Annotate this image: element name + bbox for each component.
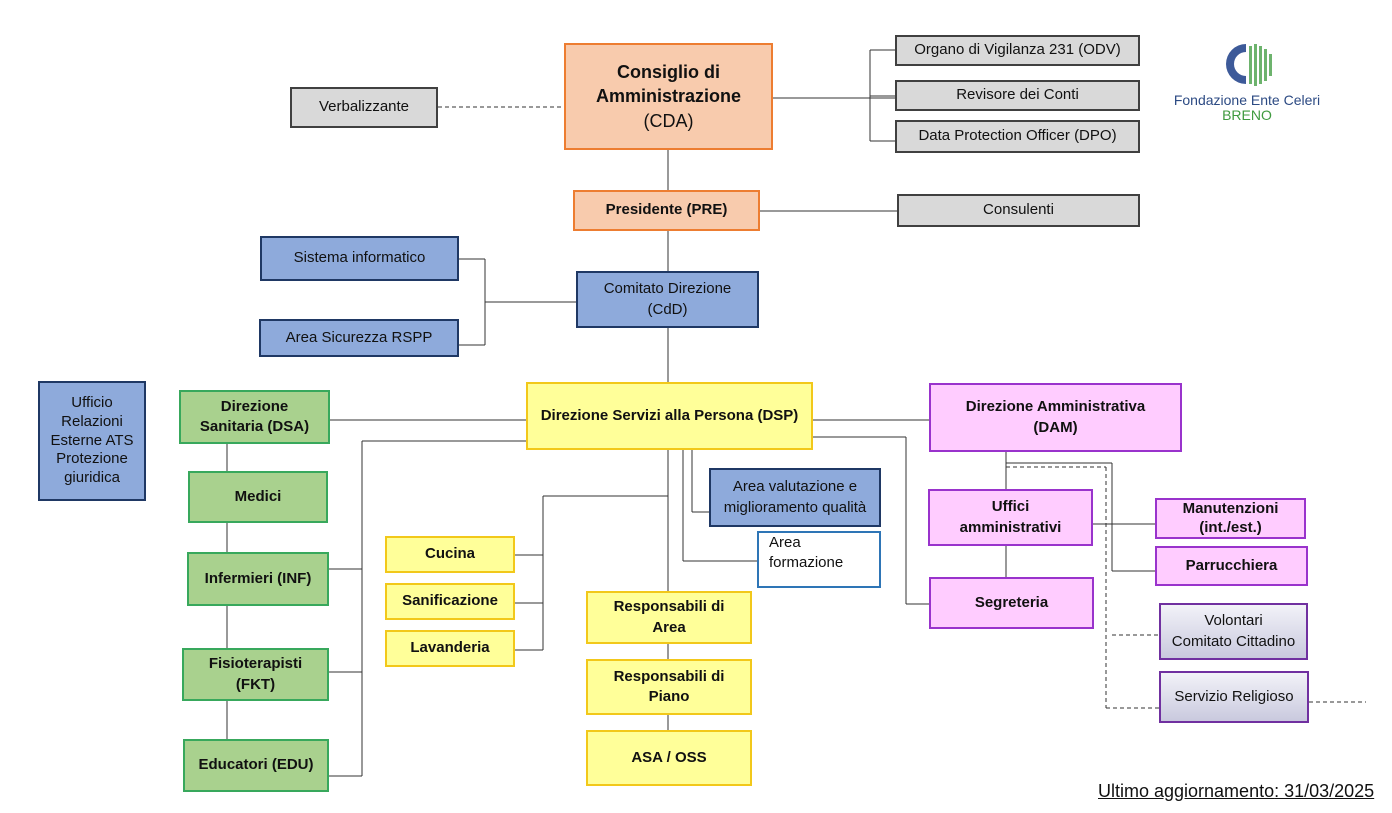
dsa-box[interactable]: Direzione Sanitaria (DSA) <box>179 390 330 444</box>
lavanderia-box[interactable]: Lavanderia <box>385 630 515 667</box>
presidente-label: Presidente (PRE) <box>605 201 728 219</box>
area-sicurezza-box[interactable]: Area Sicurezza RSPP <box>259 319 459 357</box>
medici-label: Medici <box>234 487 282 505</box>
last-update-date: : 31/03/2025 <box>1274 781 1375 801</box>
servizio-religioso-label: Servizio Religioso <box>1174 687 1294 705</box>
infermieri-label: Infermieri (INF) <box>204 569 312 587</box>
dam-line2: (DAM) <box>1033 418 1078 436</box>
segreteria-label: Segreteria <box>974 593 1049 611</box>
fisioterapisti-line2: (FKT) <box>235 675 276 693</box>
segreteria-box[interactable]: Segreteria <box>929 577 1094 629</box>
ufficio-line5: giuridica <box>64 469 120 487</box>
dpo-box[interactable]: Data Protection Officer (DPO) <box>895 120 1140 153</box>
presidente-box[interactable]: Presidente (PRE) <box>573 190 760 231</box>
manutenzioni-line2: (int./est.) <box>1199 518 1262 536</box>
area-valutazione-line2: miglioramento qualità <box>723 498 867 516</box>
odv-label: Organo di Vigilanza 231 (ODV) <box>914 41 1121 59</box>
infermieri-box[interactable]: Infermieri (INF) <box>187 552 329 606</box>
responsabili-area-line1: Responsabili di <box>613 598 725 616</box>
fisioterapisti-box[interactable]: Fisioterapisti (FKT) <box>182 648 329 701</box>
fondazione-logo-icon <box>1226 44 1272 86</box>
parrucchiera-label: Parrucchiera <box>1185 556 1278 574</box>
manutenzioni-box[interactable]: Manutenzioni (int./est.) <box>1155 498 1306 539</box>
area-valutazione-box[interactable]: Area valutazione e miglioramento qualità <box>709 468 881 527</box>
logo-line1: Fondazione Ente Celeri <box>1173 92 1321 108</box>
sistema-informatico-box[interactable]: Sistema informatico <box>260 236 459 281</box>
educatori-box[interactable]: Educatori (EDU) <box>183 739 329 792</box>
verbalizzante-label: Verbalizzante <box>318 98 410 116</box>
cda-title-line1: Consiglio di <box>617 62 720 83</box>
responsabili-area-box[interactable]: Responsabili di Area <box>586 591 752 644</box>
asa-oss-label: ASA / OSS <box>631 748 707 766</box>
asa-oss-box[interactable]: ASA / OSS <box>586 730 752 786</box>
volontari-box[interactable]: Volontari Comitato Cittadino <box>1159 603 1308 660</box>
dam-line1: Direzione Amministrativa <box>965 398 1146 416</box>
responsabili-piano-line2: Piano <box>648 688 690 705</box>
ufficio-line3: Esterne ATS <box>50 431 134 449</box>
parrucchiera-box[interactable]: Parrucchiera <box>1155 546 1308 586</box>
ufficio-line4: Protezione <box>56 450 128 468</box>
sanificazione-box[interactable]: Sanificazione <box>385 583 515 620</box>
comitato-line1: Comitato Direzione <box>603 280 732 298</box>
sanificazione-label: Sanificazione <box>402 592 498 610</box>
area-valutazione-line1: Area valutazione e <box>732 478 858 496</box>
ufficio-line2: Relazioni <box>61 412 123 430</box>
responsabili-area-line2: Area <box>652 618 686 636</box>
volontari-line1: Volontari <box>1204 612 1263 630</box>
servizio-religioso-box[interactable]: Servizio Religioso <box>1159 671 1309 723</box>
fisioterapisti-line1: Fisioterapisti <box>208 655 303 673</box>
area-formazione-line2: formazione <box>769 554 844 572</box>
last-update: Ultimo aggiornamento: 31/03/2025 <box>1098 781 1374 802</box>
area-sicurezza-label: Area Sicurezza RSPP <box>285 328 433 346</box>
lavanderia-label: Lavanderia <box>410 639 490 657</box>
responsabili-piano-line1: Responsabili di <box>613 667 725 685</box>
educatori-label: Educatori (EDU) <box>198 756 314 774</box>
uffici-line2: amministrativi <box>959 518 1062 536</box>
dsa-line1: Direzione <box>220 397 289 415</box>
cda-title-line2: Amministrazione <box>595 86 742 107</box>
verbalizzante-box[interactable]: Verbalizzante <box>290 87 438 128</box>
comitato-line2: (CdD) <box>647 300 688 318</box>
odv-box[interactable]: Organo di Vigilanza 231 (ODV) <box>895 35 1140 66</box>
cda-box[interactable]: Consiglio di Amministrazione (CDA) <box>564 43 773 150</box>
revisore-box[interactable]: Revisore dei Conti <box>895 80 1140 111</box>
cucina-box[interactable]: Cucina <box>385 536 515 573</box>
logo-line2: BRENO <box>1222 107 1272 124</box>
dpo-label: Data Protection Officer (DPO) <box>918 127 1117 145</box>
last-update-label: Ultimo aggiornamento <box>1098 781 1275 801</box>
medici-box[interactable]: Medici <box>188 471 328 523</box>
sistema-informatico-label: Sistema informatico <box>293 249 426 267</box>
volontari-line2: Comitato Cittadino <box>1171 632 1296 650</box>
dsa-line2: Sanitaria (DSA) <box>199 418 310 435</box>
cda-abbrev: (CDA) <box>643 110 694 131</box>
consulenti-label: Consulenti <box>983 201 1054 219</box>
manutenzioni-line1: Manutenzioni <box>1182 499 1279 517</box>
logo-text: Fondazione Ente Celeri BRENO <box>1172 92 1322 124</box>
cucina-label: Cucina <box>424 545 475 563</box>
dsp-label: Direzione Servizi alla Persona (DSP) <box>540 406 799 424</box>
responsabili-piano-box[interactable]: Responsabili di Piano <box>586 659 752 715</box>
ufficio-line1: Ufficio <box>71 394 113 412</box>
dsp-box[interactable]: Direzione Servizi alla Persona (DSP) <box>526 382 813 450</box>
uffici-amministrativi-box[interactable]: Uffici amministrativi <box>928 489 1093 546</box>
ufficio-relazioni-box[interactable]: Ufficio Relazioni Esterne ATS Protezione… <box>38 381 146 501</box>
consulenti-box[interactable]: Consulenti <box>897 194 1140 227</box>
uffici-line1: Uffici <box>991 498 1030 516</box>
area-formazione-line1: Area <box>769 534 801 551</box>
revisore-label: Revisore dei Conti <box>956 86 1079 104</box>
comitato-direzione-box[interactable]: Comitato Direzione (CdD) <box>576 271 759 328</box>
area-formazione-box[interactable]: Area formazione <box>757 531 881 588</box>
dam-box[interactable]: Direzione Amministrativa (DAM) <box>929 383 1182 452</box>
